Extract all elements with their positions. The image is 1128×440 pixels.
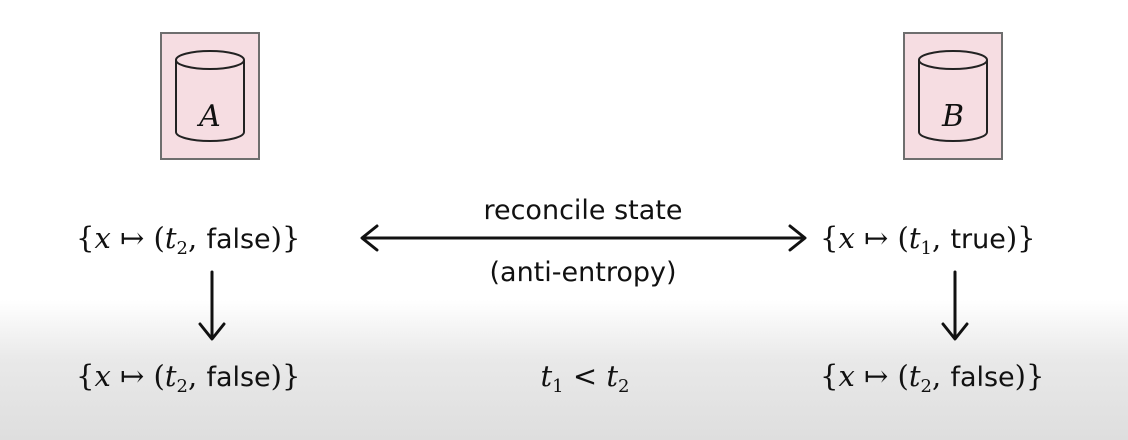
state-timestamp: t: [908, 359, 921, 393]
state-value: true: [950, 224, 1006, 255]
state-timestamp-subscript: 2: [176, 376, 188, 397]
state-value: false: [206, 362, 271, 393]
edge-label-anti-entropy: (anti-entropy): [489, 257, 677, 288]
state-timestamp: t: [908, 221, 921, 255]
maps-to-symbol: ↦: [864, 359, 889, 393]
relation-operator: <: [572, 359, 598, 393]
state-value: false: [206, 224, 271, 255]
edge-label-reconcile: reconcile state: [483, 195, 683, 226]
replica-a-final-state: {x ↦ (t2, false)}: [76, 359, 301, 397]
down-arrow: [198, 270, 226, 341]
state-variable: x: [838, 221, 855, 255]
replica-b-label: B: [941, 99, 965, 134]
replica-b-final-state: {x ↦ (t2, false)}: [820, 359, 1045, 397]
double-arrow: [360, 224, 807, 252]
relation-right-subscript: 2: [618, 376, 630, 397]
state-timestamp-subscript: 2: [920, 376, 932, 397]
maps-to-symbol: ↦: [120, 359, 145, 393]
database-icon: [918, 50, 988, 142]
replica-b-node: B: [903, 32, 1003, 160]
replica-a-label: A: [199, 99, 221, 134]
relation-left-subscript: 1: [552, 376, 564, 397]
replica-a-node: A: [160, 32, 260, 160]
state-timestamp-subscript: 1: [920, 238, 932, 259]
relation-right-term: t: [606, 359, 619, 393]
state-variable: x: [94, 221, 111, 255]
replica-b-initial-state: {x ↦ (t1, true)}: [820, 221, 1036, 259]
relation-left-term: t: [540, 359, 553, 393]
state-value: false: [950, 362, 1015, 393]
database-icon: [175, 50, 245, 142]
state-timestamp: t: [164, 359, 177, 393]
state-timestamp: t: [164, 221, 177, 255]
maps-to-symbol: ↦: [864, 221, 889, 255]
state-variable: x: [838, 359, 855, 393]
state-variable: x: [94, 359, 111, 393]
state-timestamp-subscript: 2: [176, 238, 188, 259]
down-arrow: [941, 270, 969, 341]
timestamp-order-relation: t1 < t2: [515, 356, 655, 407]
replica-a-initial-state: {x ↦ (t2, false)}: [76, 221, 301, 259]
maps-to-symbol: ↦: [120, 221, 145, 255]
